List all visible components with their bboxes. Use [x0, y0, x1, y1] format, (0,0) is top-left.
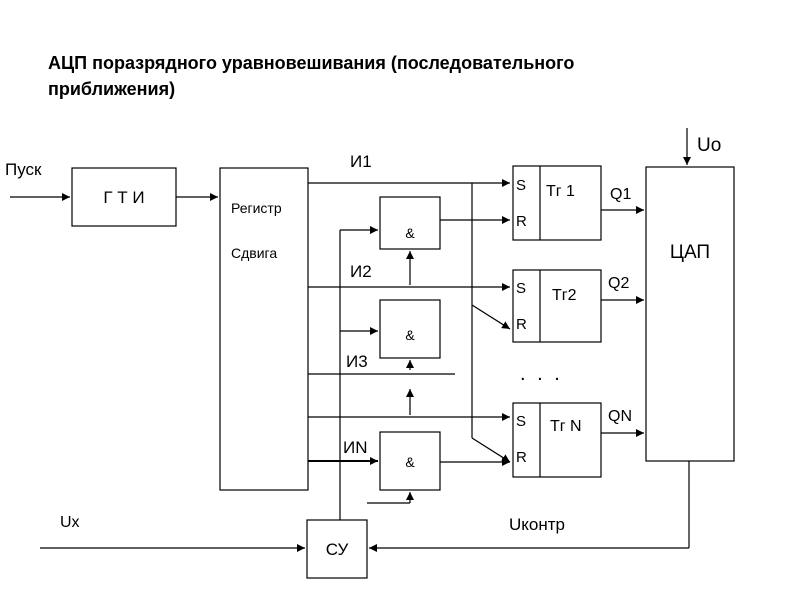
- i2-label: И2: [350, 262, 372, 281]
- trigger-n-label: Тг N: [550, 418, 582, 435]
- and-gate-2: &: [379, 299, 441, 359]
- wiring: [10, 128, 691, 552]
- trigger-2-s: S: [516, 280, 526, 297]
- control-unit-label: СУ: [326, 540, 349, 559]
- q2-label: Q2: [608, 275, 629, 292]
- q1-label: Q1: [610, 186, 631, 203]
- gti-label: Г Т И: [103, 188, 144, 207]
- and-gate-1-symbol: &: [405, 225, 415, 241]
- ux-label: Ux: [60, 514, 80, 531]
- ellipsis-label: . . .: [520, 363, 563, 385]
- trigger-n-r: R: [516, 449, 527, 466]
- start-label: Пуск: [5, 160, 42, 179]
- and-gate-2-symbol: &: [405, 327, 415, 343]
- gti-block: Г Т И: [71, 167, 177, 227]
- i1-label: И1: [350, 152, 372, 171]
- register-label-line-2: Сдвига: [231, 245, 277, 261]
- trigger-n: S R Тг N: [512, 402, 602, 478]
- title-line-1: АЦП поразрядного уравновешивания (послед…: [48, 53, 575, 73]
- shift-register-block: Регистр Сдвига: [219, 167, 309, 491]
- trigger-1-s: S: [516, 177, 526, 194]
- trigger-2-r: R: [516, 316, 527, 333]
- qn-label: QN: [608, 408, 632, 425]
- trigger-1-r: R: [516, 213, 527, 230]
- ucontr-label: Uконтр: [509, 515, 565, 534]
- in-label: ИN: [343, 438, 368, 457]
- and-gate-n-symbol: &: [405, 454, 415, 470]
- dac-block: ЦАП: [645, 166, 735, 462]
- control-unit-block: СУ: [306, 519, 368, 579]
- register-label-line-1: Регистр: [231, 200, 282, 216]
- title-line-2: приближения): [48, 79, 176, 99]
- u0-label: Uо: [697, 135, 721, 156]
- trigger-2: S R Тг2: [512, 269, 602, 343]
- and-gate-1: &: [379, 196, 441, 250]
- diagram-title: АЦП поразрядного уравновешивания (послед…: [48, 50, 748, 102]
- trigger-2-label: Тг2: [552, 287, 577, 304]
- dac-label: ЦАП: [670, 242, 710, 263]
- trigger-1-label: Тг 1: [546, 183, 575, 200]
- trigger-1: S R Тг 1: [512, 165, 602, 241]
- and-gate-n: &: [379, 431, 441, 491]
- i3-label: И3: [346, 352, 368, 371]
- trigger-n-s: S: [516, 413, 526, 430]
